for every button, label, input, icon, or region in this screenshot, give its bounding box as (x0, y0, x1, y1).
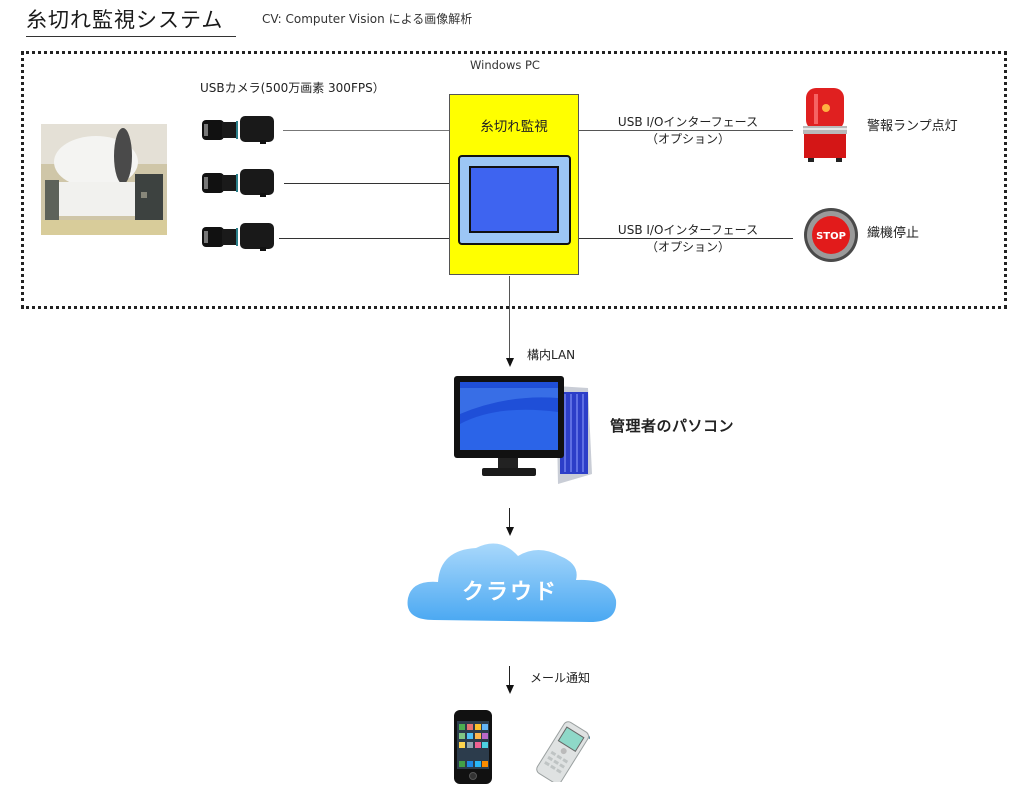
cloud-label: クラウド (462, 580, 559, 605)
lan-arrow-head (506, 358, 514, 367)
loom-icon (41, 124, 167, 235)
admin-pc (448, 374, 598, 493)
smartphone (453, 709, 493, 789)
usb-camera-label: USBカメラ(500万画素 300FPS） (200, 81, 385, 95)
smartphone-icon (454, 710, 492, 784)
lan-arrow-line (509, 276, 511, 358)
warning-lamp-label: 警報ランプ点灯 (867, 119, 958, 134)
monitor-box-label: 糸切れ監視 (480, 119, 548, 135)
camera-icon (202, 223, 274, 251)
lan-label: 構内LAN (527, 348, 576, 362)
output-1-connector (579, 130, 793, 131)
cloud-arrow-line (509, 508, 511, 528)
loom-stop-button: STOP (803, 207, 859, 267)
camera-icon (202, 116, 274, 144)
cloud-icon (407, 543, 617, 622)
interface-note: （オプション） (645, 240, 730, 254)
feature-phone (534, 718, 597, 786)
camera-3-connector (279, 238, 449, 239)
loom-stop-label: 織機停止 (867, 226, 920, 241)
windows-pc-label: Windows PC (470, 58, 540, 72)
usb-camera-1 (200, 114, 276, 150)
interface-label: USB I/Oインターフェース (617, 223, 759, 237)
camera-2-connector (284, 183, 449, 184)
output-2-connector (579, 238, 793, 239)
camera-icon (202, 169, 274, 197)
stop-button-icon: STOP (804, 208, 858, 262)
interface-note: （オプション） (645, 132, 730, 146)
mail-notification-label: メール通知 (530, 671, 591, 685)
diagram-subtitle: CV: Computer Vision による画像解析 (262, 12, 473, 26)
warning-lamp-icon (803, 88, 847, 162)
warning-lamp (800, 86, 850, 166)
usb-camera-3 (200, 221, 276, 257)
usb-io-interface-2: USB I/Oインターフェース （オプション） (588, 222, 788, 256)
cloud-arrow-head (506, 527, 514, 536)
usb-io-interface-1: USB I/Oインターフェース （オプション） (588, 114, 788, 148)
desktop-computer-icon (454, 376, 592, 484)
diagram-title: 糸切れ監視システム (26, 4, 236, 37)
admin-pc-label: 管理者のパソコン (610, 417, 735, 435)
camera-1-connector (283, 130, 449, 131)
mail-arrow-line (509, 666, 511, 686)
windows-pc-boundary (21, 51, 1007, 309)
mobile-phone-icon (536, 721, 597, 785)
svg-text:STOP: STOP (816, 231, 846, 242)
interface-label: USB I/Oインターフェース (617, 115, 759, 129)
mail-arrow-head (506, 685, 514, 694)
cloud (404, 536, 620, 632)
loom-machine-image (41, 124, 167, 235)
monitor-screen-icon (469, 166, 559, 233)
usb-camera-2 (200, 167, 276, 203)
